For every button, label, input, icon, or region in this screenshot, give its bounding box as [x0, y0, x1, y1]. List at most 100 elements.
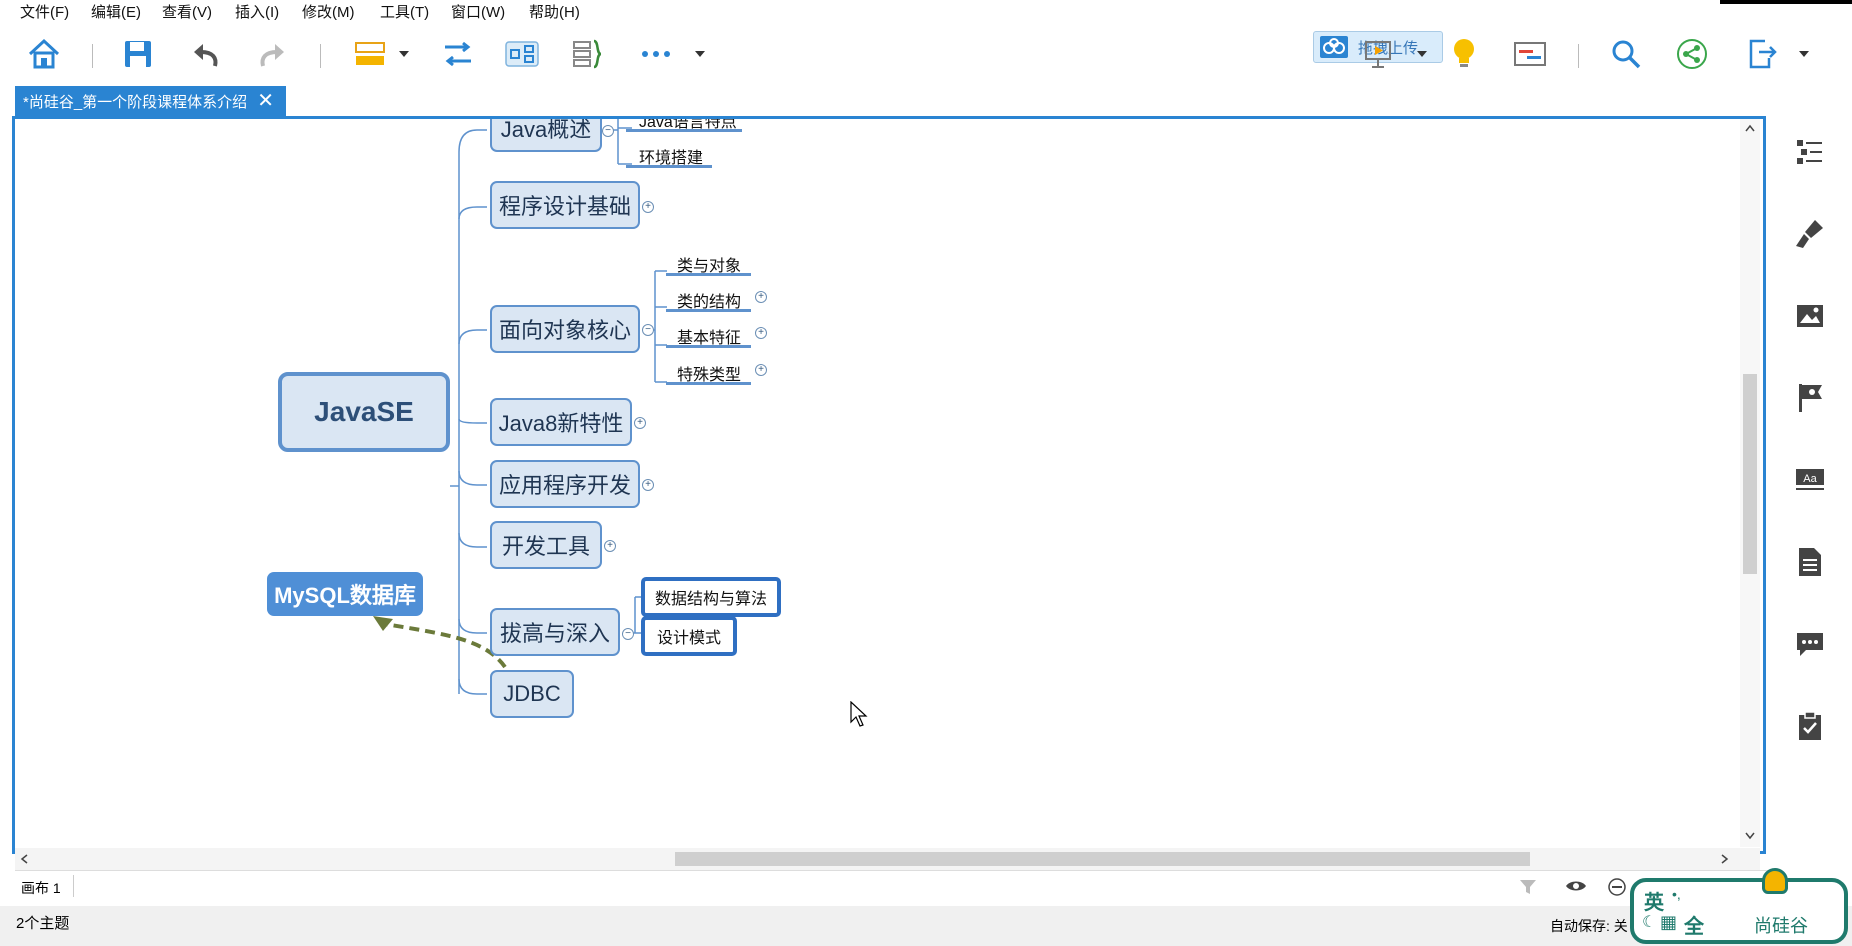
image-button[interactable]	[1792, 298, 1828, 334]
root-topic[interactable]: JavaSE	[278, 372, 450, 452]
zoom-out-icon[interactable]	[1607, 877, 1627, 897]
scroll-up-icon[interactable]	[1745, 124, 1755, 132]
more-button[interactable]	[636, 34, 676, 74]
scroll-down-icon[interactable]	[1745, 832, 1755, 840]
vertical-scrollbar[interactable]	[1740, 119, 1760, 847]
moon-icon[interactable]: ☾	[1642, 914, 1657, 931]
expand-icon[interactable]: +	[755, 364, 767, 376]
marker-button[interactable]	[1792, 380, 1828, 416]
expand-icon[interactable]: +	[755, 291, 767, 303]
presentation-button[interactable]	[1358, 34, 1398, 74]
ime-fullwidth[interactable]: 全	[1684, 916, 1704, 938]
scroll-left-icon[interactable]	[20, 854, 28, 864]
branch-topic[interactable]: 程序设计基础	[490, 181, 640, 229]
branch-topic[interactable]: 拔高与深入	[490, 608, 620, 656]
expand-icon[interactable]: +	[642, 201, 654, 213]
menu-edit[interactable]: 编辑(E)	[91, 4, 141, 21]
upload-label: 拖拽上传	[1358, 39, 1419, 57]
keyboard-icon[interactable]: ▦	[1660, 912, 1678, 932]
topic-style-button[interactable]	[350, 34, 390, 74]
search-icon	[1612, 40, 1641, 69]
branch-topic[interactable]: 应用程序开发	[490, 460, 640, 508]
vertical-scroll-thumb[interactable]	[1743, 374, 1757, 574]
window-edge	[1720, 0, 1852, 4]
filter-icon[interactable]	[1519, 878, 1537, 896]
branch-topic[interactable]: 面向对象核心	[490, 305, 640, 353]
menu-view[interactable]: 查看(V)	[162, 4, 212, 21]
menu-modify[interactable]: 修改(M)	[302, 4, 355, 21]
branch-topic[interactable]: JDBC	[490, 670, 574, 718]
text-style-button[interactable]: Aa	[1792, 462, 1828, 498]
subtopic[interactable]: 环境搭建	[639, 150, 704, 167]
task-button[interactable]	[1792, 708, 1828, 744]
tab-document[interactable]: *尚硅谷_第一个阶段课程体系介绍 ✕	[15, 86, 286, 116]
format-button[interactable]	[1792, 216, 1828, 252]
chevron-down-icon	[1417, 51, 1427, 57]
relationship-button[interactable]	[438, 34, 478, 74]
boundary-icon	[505, 41, 539, 67]
subtopic[interactable]: Java语言特点	[639, 116, 737, 131]
horizontal-scroll-thumb[interactable]	[675, 852, 1530, 866]
summary-icon	[573, 39, 602, 69]
branch-topic[interactable]: Java概述	[490, 119, 602, 152]
collapse-icon[interactable]: −	[622, 628, 634, 640]
summary-button[interactable]	[568, 34, 608, 74]
save-button[interactable]	[118, 34, 158, 74]
menu-tools[interactable]: 工具(T)	[380, 4, 430, 21]
subtopic-underline	[666, 345, 751, 348]
menu-bar: 文件(F) 编辑(E) 查看(V) 插入(I) 修改(M) 工具(T) 窗口(W…	[0, 0, 1852, 22]
share-button[interactable]	[1672, 34, 1712, 74]
comments-button[interactable]	[1792, 626, 1828, 662]
boundary-button[interactable]	[502, 34, 542, 74]
expand-icon[interactable]: +	[642, 479, 654, 491]
ime-language[interactable]: 英	[1644, 892, 1664, 914]
right-side-panel: Aa	[1766, 116, 1852, 906]
expand-icon[interactable]: +	[604, 540, 616, 552]
notes-button[interactable]	[1792, 544, 1828, 580]
topic-dropdown[interactable]	[394, 34, 414, 74]
tab-canvas[interactable]: 画布 1	[21, 880, 61, 896]
subtopic[interactable]: 类的结构	[677, 294, 742, 311]
redo-button[interactable]	[252, 34, 292, 74]
mindmap-canvas[interactable]: JavaSE MySQL数据库 Java概述 − 程序设计基础 + 面向对象核心…	[12, 116, 1766, 854]
expand-icon[interactable]: +	[634, 417, 646, 429]
connector-lines	[373, 119, 667, 695]
tab-title: *尚硅谷_第一个阶段课程体系介绍	[23, 93, 248, 111]
undo-icon	[194, 44, 218, 67]
export-button[interactable]	[1742, 34, 1782, 74]
search-button[interactable]	[1606, 34, 1646, 74]
branch-topic[interactable]: Java8新特性	[490, 398, 632, 446]
more-dropdown[interactable]	[690, 34, 710, 74]
collapse-icon[interactable]: −	[602, 125, 614, 137]
collapse-icon[interactable]: −	[642, 324, 654, 336]
undo-button[interactable]	[186, 34, 226, 74]
gantt-button[interactable]	[1510, 34, 1550, 74]
eye-icon[interactable]	[1565, 879, 1587, 893]
menu-window[interactable]: 窗口(W)	[451, 4, 506, 21]
floating-topic[interactable]: MySQL数据库	[267, 572, 423, 616]
svg-text:Aa: Aa	[1803, 473, 1817, 485]
expand-icon[interactable]: +	[755, 327, 767, 339]
outline-button[interactable]	[1792, 134, 1828, 170]
menu-insert[interactable]: 插入(I)	[235, 4, 280, 21]
brainstorm-button[interactable]	[1444, 34, 1484, 74]
document-icon	[1799, 548, 1821, 576]
menu-help[interactable]: 帮助(H)	[529, 4, 580, 21]
menu-file[interactable]: 文件(F)	[20, 4, 70, 21]
subtopic[interactable]: 特殊类型	[677, 367, 742, 384]
export-dropdown[interactable]	[1794, 34, 1814, 74]
scroll-right-icon[interactable]	[1721, 854, 1729, 864]
subtopic-selected[interactable]: 数据结构与算法	[641, 577, 781, 617]
subtopic[interactable]: 类与对象	[677, 258, 742, 275]
home-button[interactable]	[24, 34, 64, 74]
ime-toolbar[interactable]: 英 •, ☾ ▦ 全 尚硅谷	[1630, 868, 1848, 944]
presentation-dropdown[interactable]	[1412, 34, 1432, 74]
subtopic-selected[interactable]: 设计模式	[641, 616, 737, 656]
horizontal-scrollbar[interactable]	[15, 848, 1760, 870]
autosave-status[interactable]: 自动保存: 关	[1550, 918, 1628, 934]
ime-punctuation[interactable]: •,	[1672, 886, 1681, 902]
subtopic[interactable]: 基本特征	[677, 330, 742, 347]
branch-topic[interactable]: 开发工具	[490, 521, 602, 569]
subtopic-underline	[626, 165, 712, 168]
close-icon[interactable]: ✕	[257, 90, 274, 112]
